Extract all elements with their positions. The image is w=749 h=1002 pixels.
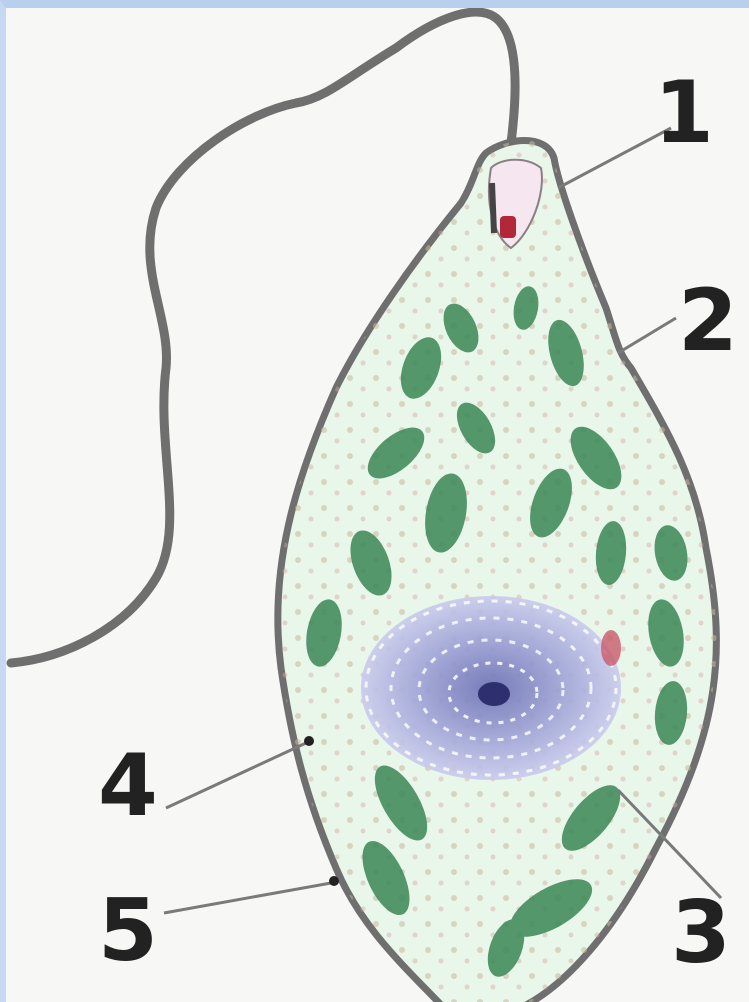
label-5: 5 [98,888,158,974]
leader-line-5 [164,883,331,913]
flagellum-base [492,183,494,233]
label-3: 3 [671,890,731,976]
label-4: 4 [98,743,158,829]
eyespot [500,216,516,238]
label-2: 2 [678,278,738,364]
leader-line-2 [618,318,676,353]
cytoplasm-granules [278,141,717,1002]
euglena-diagram [6,8,749,1002]
leader-line-4 [166,743,306,808]
nucleolus [478,682,510,706]
label-1: 1 [654,70,714,156]
nucleus [361,596,621,780]
